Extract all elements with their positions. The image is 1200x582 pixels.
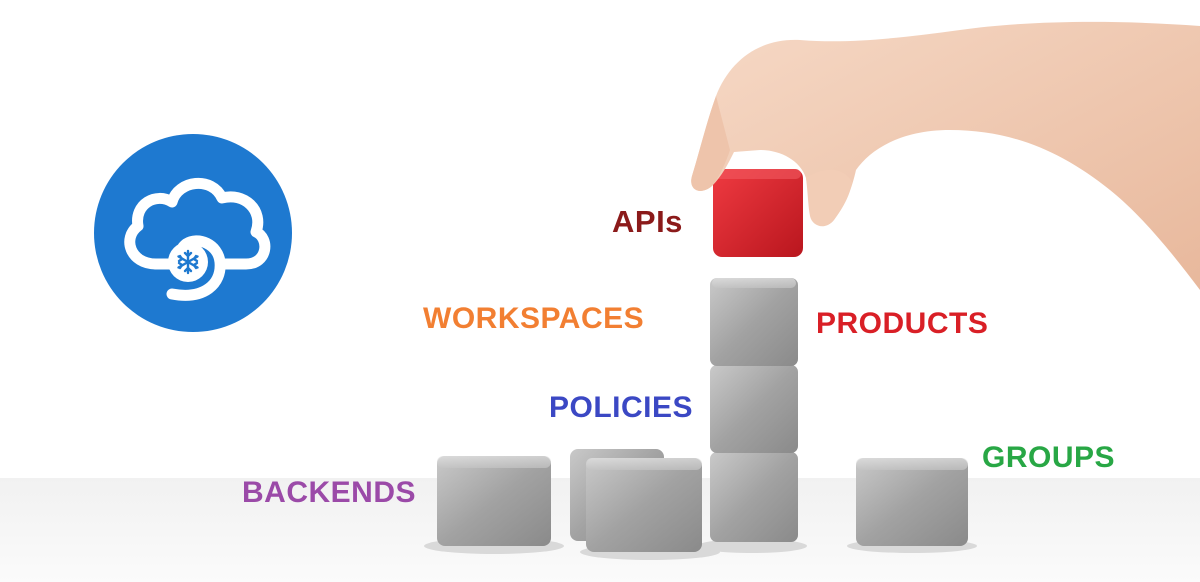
grey-block bbox=[710, 365, 798, 453]
grey-block bbox=[710, 278, 798, 366]
hand-image bbox=[691, 21, 1200, 291]
cloud-snowflake-logo bbox=[94, 134, 292, 332]
grey-block bbox=[437, 456, 551, 546]
label-policies: POLICIES bbox=[549, 391, 694, 424]
red-block bbox=[713, 169, 803, 257]
grey-block bbox=[710, 452, 798, 542]
label-groups: GROUPS bbox=[982, 441, 1116, 474]
label-apis: APIs bbox=[612, 204, 683, 239]
grey-block bbox=[856, 458, 968, 546]
block-shadow bbox=[697, 539, 807, 553]
label-backends: BACKENDS bbox=[242, 476, 417, 509]
cloud-snowflake-icon bbox=[94, 134, 292, 332]
grey-block bbox=[586, 458, 702, 552]
label-products: PRODUCTS bbox=[816, 307, 989, 340]
label-workspaces: WORKSPACES bbox=[423, 302, 645, 335]
